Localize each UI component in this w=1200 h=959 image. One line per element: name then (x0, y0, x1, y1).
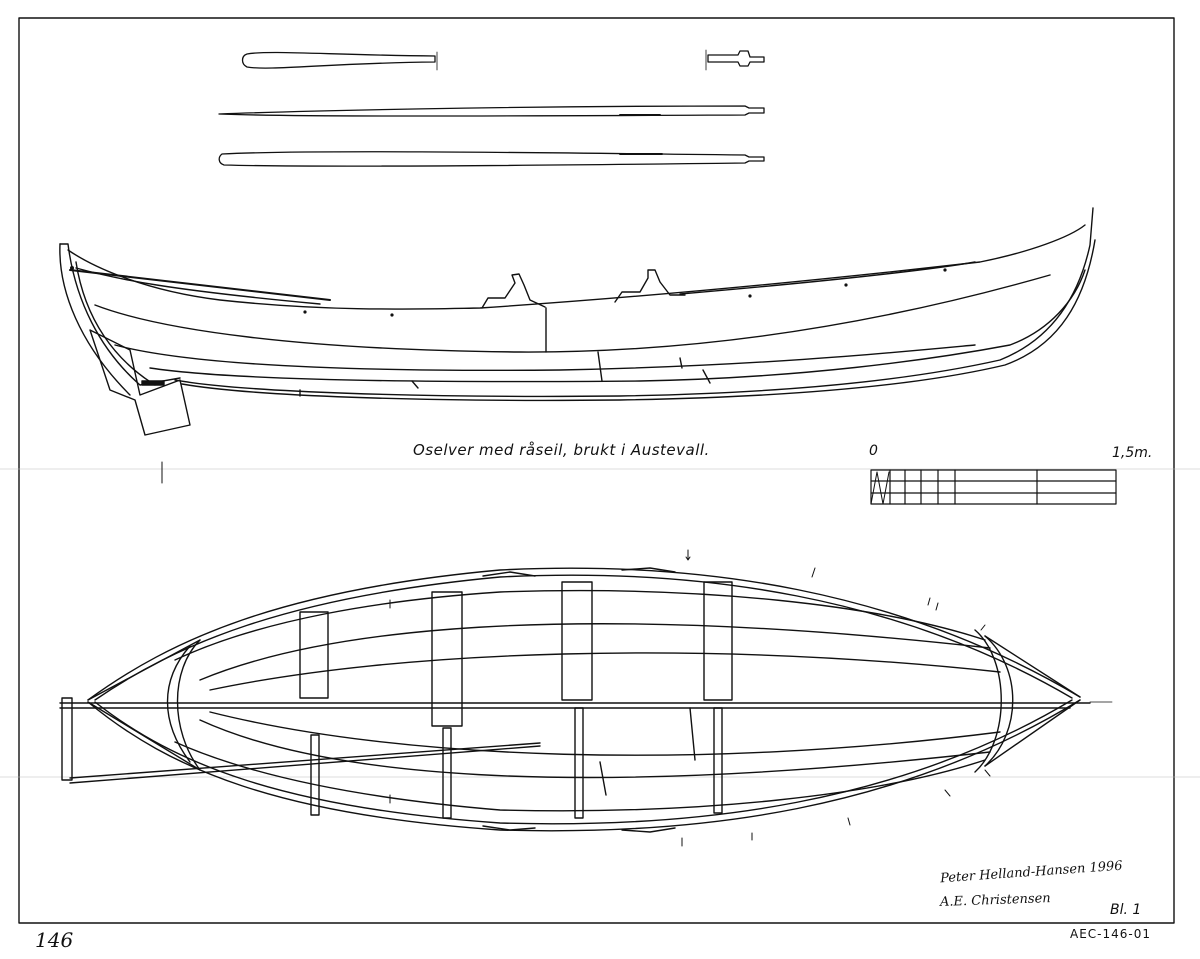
sheet-number: Bl. 1 (1110, 902, 1142, 918)
rivets (70, 266, 947, 317)
plank-line-2 (114, 344, 976, 372)
frame-stern (176, 639, 201, 771)
stern-post (59, 243, 181, 386)
rudder (89, 329, 191, 436)
oar-long-1 (218, 105, 765, 117)
thwart-1 (299, 611, 329, 699)
sheer-line (67, 224, 1086, 310)
scan-lines (0, 468, 1200, 778)
section-marks (389, 549, 991, 847)
tiller (69, 742, 541, 779)
keel-upper (149, 269, 1086, 383)
sheet-border (18, 17, 1175, 924)
frame-bow (974, 629, 1002, 773)
scale-bar (870, 469, 1117, 505)
scale-start-label: 0 (869, 443, 878, 459)
plan-view (59, 549, 1113, 847)
archive-number: 146 (35, 928, 74, 952)
drawing-code: AEC-146-01 (1070, 927, 1152, 941)
thole-detail (707, 50, 765, 67)
oar-blade (241, 51, 436, 69)
side-profile (59, 207, 1096, 484)
scale-end-label: 1,5m. (1112, 445, 1153, 461)
thwart-2 (431, 591, 463, 727)
thwart-4 (703, 581, 733, 701)
thwart-3 (561, 581, 593, 701)
oar-details (218, 49, 765, 167)
oar-long-2 (218, 151, 765, 167)
drawing-caption: Oselver med råseil, brukt i Austevall. (413, 441, 710, 459)
thole-block-2 (614, 269, 686, 303)
keel-line (174, 207, 1094, 398)
thole-block-1 (481, 273, 546, 309)
rudder-head (61, 697, 73, 781)
plank-line-1 (94, 274, 1051, 353)
hull-outline-upper (87, 567, 1081, 701)
